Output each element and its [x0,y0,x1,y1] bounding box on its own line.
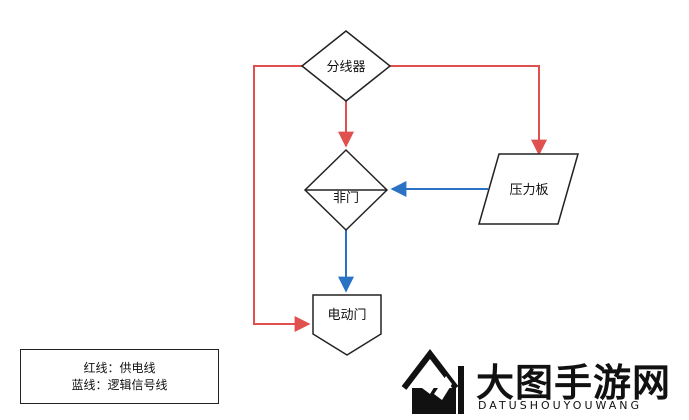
splitter-diamond [300,30,392,102]
pressure-plate-label: 压力板 [509,183,548,198]
legend-box: 红线：供电线 蓝线：逻辑信号线 [20,349,219,404]
power-line-splitter-to-pressure-plate [390,65,547,156]
legend-blue-line-text: 蓝线：逻辑信号线 [71,377,168,392]
splitter-label: 分线器 [326,60,365,75]
watermark-title: 大图手游网 [476,360,672,405]
pressure-plate-parallelogram [478,153,579,225]
signal-lines [338,181,488,293]
watermark-logo: 大图手游网 DATUSHOUYOUWANG [400,348,680,418]
pressure-plate-node: 压力板 [478,153,579,225]
electric-door-label: 电动门 [327,308,366,323]
watermark-subtitle: DATUSHOUYOUWANG [478,399,643,412]
house-logo-icon [401,349,464,414]
electric-door-node: 电动门 [312,294,382,356]
legend-red-line-text: 红线：供电线 [83,360,156,375]
splitter-node: 分线器 [300,30,392,102]
power-line-splitter-to-electric-door [253,65,311,332]
not-gate-label: 非门 [333,191,359,206]
electric-door-pentagon [312,294,382,356]
power-lines [253,65,547,332]
not-gate-node: 非门 [303,148,389,232]
